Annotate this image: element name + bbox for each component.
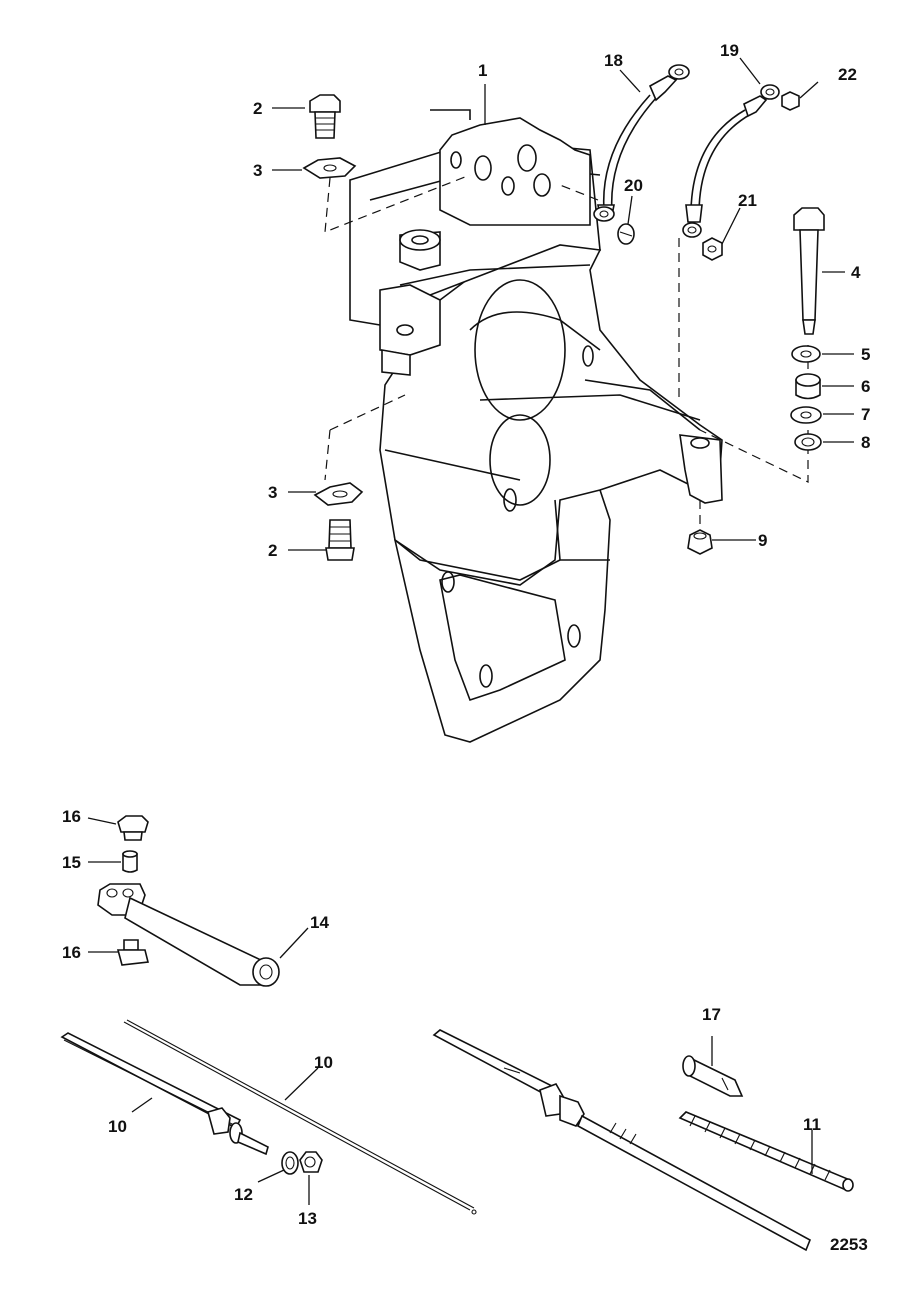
callout-22: 22	[838, 65, 857, 84]
figure-number: 2253	[830, 1235, 868, 1254]
tie-bar-part-14	[97, 883, 280, 987]
lock-tab-part-3-bottom	[313, 482, 364, 506]
callout-16-top: 16	[62, 807, 81, 826]
callout-2-bottom: 2	[268, 541, 277, 560]
lock-tab-part-3-top	[302, 157, 357, 179]
callout-13: 13	[298, 1209, 317, 1228]
washer-part-8	[794, 433, 822, 451]
bolt-part-2-top	[309, 94, 341, 139]
callout-2-top: 2	[253, 99, 262, 118]
callout-16-bottom: 16	[62, 943, 81, 962]
nut-part-22	[781, 91, 800, 111]
steering-cable-part-10	[60, 1019, 477, 1215]
washer-part-7	[790, 406, 822, 424]
callout-20: 20	[624, 176, 643, 195]
ground-strap-part-19	[682, 84, 780, 238]
washer-part-5	[791, 345, 821, 363]
callout-7: 7	[861, 405, 870, 424]
pin-part-15	[122, 850, 138, 873]
callout-18: 18	[604, 51, 623, 70]
callout-labels: 1 2 3 18 19 22 20 21 4 5 6 7 8 3 2 9 16 …	[62, 41, 870, 1254]
callout-19: 19	[720, 41, 739, 60]
callout-11: 11	[803, 1115, 821, 1134]
nut-part-13	[299, 1151, 323, 1173]
spacer-part-6	[795, 373, 821, 400]
nut-part-21	[702, 237, 723, 261]
washer-part-12	[281, 1151, 299, 1175]
nut-part-9	[687, 529, 713, 555]
bolt-part-4	[793, 207, 825, 335]
callout-21: 21	[738, 191, 757, 210]
callout-17: 17	[702, 1005, 721, 1024]
leader-lines	[87, 57, 854, 1205]
callout-12: 12	[234, 1185, 253, 1204]
callout-9: 9	[758, 531, 767, 550]
callout-4: 4	[851, 263, 861, 282]
bracket-part-1	[349, 109, 723, 743]
callout-10-left: 10	[108, 1117, 127, 1136]
callout-5: 5	[861, 345, 870, 364]
callout-15: 15	[62, 853, 81, 872]
callout-6: 6	[861, 377, 870, 396]
bolt-part-2-bottom	[325, 519, 355, 561]
callout-8: 8	[861, 433, 870, 452]
plug-part-16-top	[117, 815, 149, 841]
callout-14: 14	[310, 913, 329, 932]
callout-10-top: 10	[314, 1053, 333, 1072]
steering-cable-part-10-right	[432, 1029, 812, 1252]
callout-1: 1	[478, 61, 487, 80]
callout-3-bottom: 3	[268, 483, 277, 502]
callout-3-top: 3	[253, 161, 262, 180]
spiral-wrap-part-11	[678, 1111, 854, 1192]
sleeve-part-17	[682, 1055, 744, 1097]
ground-strap-part-18	[593, 64, 690, 222]
plug-part-16-bottom	[116, 939, 149, 966]
screw-part-20	[617, 223, 635, 245]
